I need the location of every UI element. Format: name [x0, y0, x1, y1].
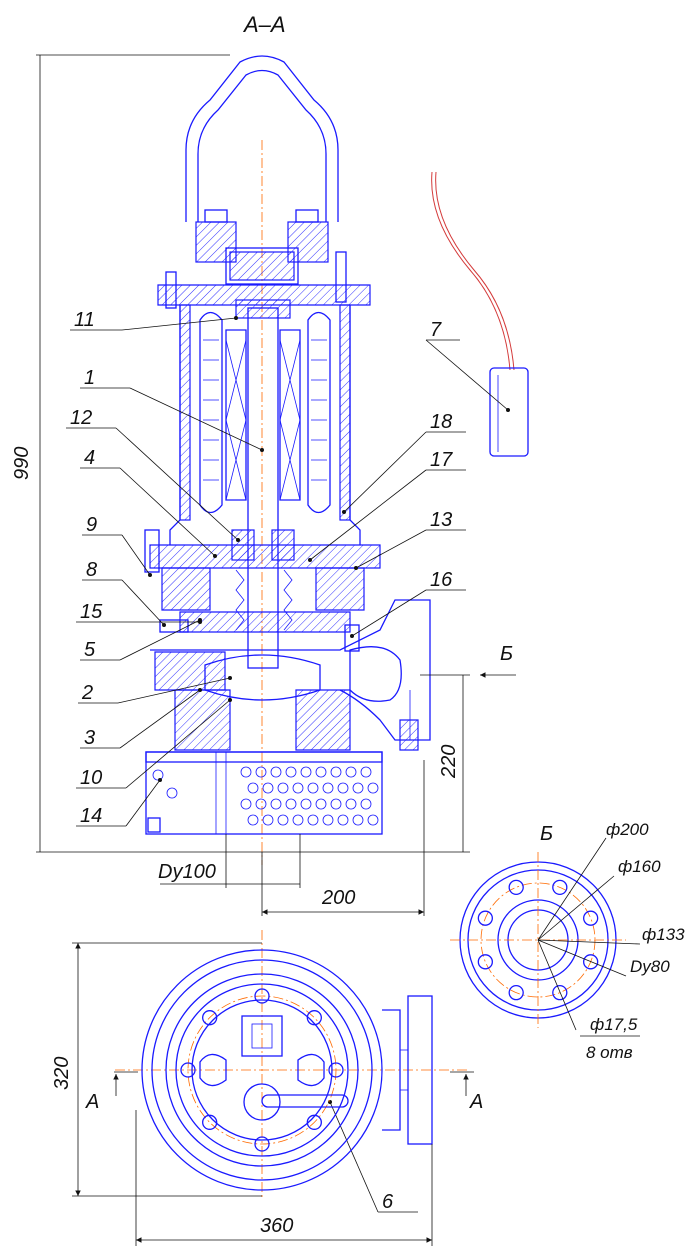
- holes-count: 8 отв: [586, 1043, 633, 1062]
- dim-d160: ф160: [618, 857, 661, 876]
- part-number-6: 6: [382, 1191, 394, 1213]
- seal-chamber: [144, 529, 381, 652]
- part-number-7: 7: [430, 319, 442, 341]
- arrow-label-b: Б: [500, 643, 513, 665]
- stator-right: [279, 311, 331, 514]
- part-number-16: 16: [430, 569, 453, 591]
- dimension-plan-width: 360: [135, 1110, 433, 1246]
- part-number-11: 11: [74, 309, 95, 331]
- view-label-b: Б: [540, 823, 553, 845]
- dimension-outlet-offset: 200: [261, 760, 425, 916]
- dim-d17-5: ф17,5: [590, 1015, 638, 1034]
- dim-320: 320: [51, 1057, 73, 1090]
- part-number-8: 8: [86, 559, 97, 581]
- part-number-1: 1: [84, 367, 95, 389]
- section-mark-left: А: [85, 1091, 99, 1113]
- section-marks: А А: [85, 1071, 483, 1113]
- dim-990: 990: [11, 447, 33, 480]
- stator-left: [199, 311, 247, 514]
- dim-d133: ф133: [642, 925, 685, 944]
- part-number-13: 13: [430, 509, 452, 531]
- part-number-4: 4: [84, 447, 95, 469]
- dimension-height-total: 990: [11, 54, 470, 853]
- dim-d200: ф200: [606, 820, 649, 839]
- dimension-suction: Dy100: [158, 834, 301, 888]
- inlet-strainer: [145, 751, 383, 835]
- pump-casing: [150, 599, 431, 751]
- part-number-17: 17: [430, 449, 453, 471]
- float-switch: [431, 171, 529, 457]
- dim-220: 220: [438, 745, 460, 779]
- part-number-14: 14: [80, 805, 102, 827]
- part-number-18: 18: [430, 411, 452, 433]
- dim-dy80: Dy80: [630, 957, 670, 976]
- part-number-9: 9: [86, 514, 97, 536]
- flange-view-b: Б ф200 ф160 ф133 Dy80 ф17,5 8 отв: [450, 820, 685, 1062]
- lifting-handle: [185, 55, 339, 222]
- plan-view: [115, 930, 470, 1200]
- top-cover: [157, 209, 371, 309]
- part-number-10: 10: [80, 767, 102, 789]
- dimension-height-inlet: 220: [420, 674, 470, 852]
- dim-200: 200: [321, 887, 355, 909]
- view-arrow-b: Б: [480, 643, 516, 678]
- dimension-plan-depth: 320: [51, 942, 262, 1197]
- part-number-15: 15: [80, 601, 103, 623]
- part-number-2: 2: [81, 682, 93, 704]
- part-number-5: 5: [84, 639, 96, 661]
- dim-dy100: Dy100: [158, 861, 216, 883]
- section-mark-right: А: [469, 1091, 483, 1113]
- part-number-3: 3: [84, 727, 95, 749]
- motor-housing: [169, 304, 361, 545]
- dim-360: 360: [260, 1215, 293, 1237]
- part-number-12: 12: [70, 407, 92, 429]
- section-title: А–А: [242, 12, 286, 37]
